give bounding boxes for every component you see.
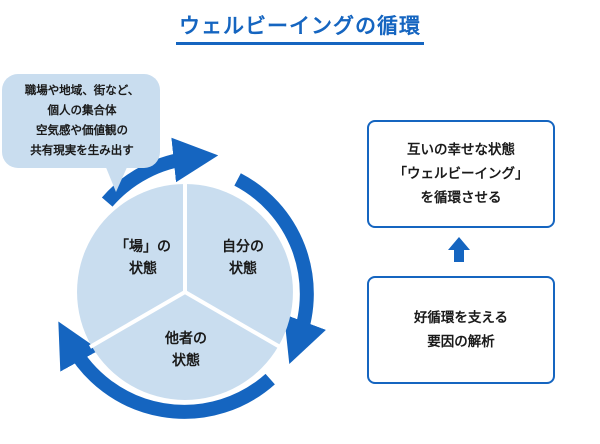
box-line: 互いの幸せな状態 (407, 142, 515, 158)
box-line: を循環させる (420, 190, 502, 206)
label-line: 他者の (165, 331, 207, 347)
bubble-line: 共有現実を生み出す (30, 143, 134, 157)
diagram-title: ウェルビーイングの循環 (179, 14, 421, 38)
wellbeing-circulation-box: 互いの幸せな状態 「ウェルビーイング」 を循環させる (367, 120, 555, 228)
label-line: 状態 (229, 261, 257, 277)
label-line: 状態 (129, 261, 157, 277)
speech-bubble (2, 74, 160, 192)
speech-bubble-tail (105, 165, 128, 192)
label-others-state: 他者の 状態 (141, 328, 231, 372)
speech-bubble-body (2, 74, 160, 168)
box-line: 好循環を支える (413, 310, 509, 326)
divider-left (88, 290, 187, 349)
box-line: 要因の解析 (427, 334, 495, 350)
label-line: 状態 (172, 353, 200, 369)
cycle-arrow-right (234, 173, 326, 364)
segment-others-state (91, 292, 279, 400)
cycle-arrow-top (101, 137, 219, 207)
label-line: 「場」の (115, 239, 171, 255)
factor-analysis-box: 好循環を支える 要因の解析 (367, 276, 555, 384)
cycle-arrow-bottom (58, 321, 275, 419)
box-line: 「ウェルビーイング」 (393, 166, 529, 182)
title-underline (176, 42, 424, 45)
label-ba-state: 「場」の 状態 (98, 236, 188, 280)
divider-right (183, 290, 282, 349)
segment-pie (77, 182, 293, 400)
label-line: 自分の (222, 239, 264, 255)
bubble-line: 個人の集合体 (47, 103, 117, 117)
up-arrow-icon (448, 237, 470, 262)
label-self-state: 自分の 状態 (198, 236, 288, 280)
bubble-line: 職場や地域、街など、 (24, 83, 140, 97)
speech-bubble-text: 職場や地域、街など、 個人の集合体 空気感や価値観の 共有現実を生み出す (8, 80, 156, 160)
bubble-line: 空気感や価値観の (36, 123, 128, 137)
